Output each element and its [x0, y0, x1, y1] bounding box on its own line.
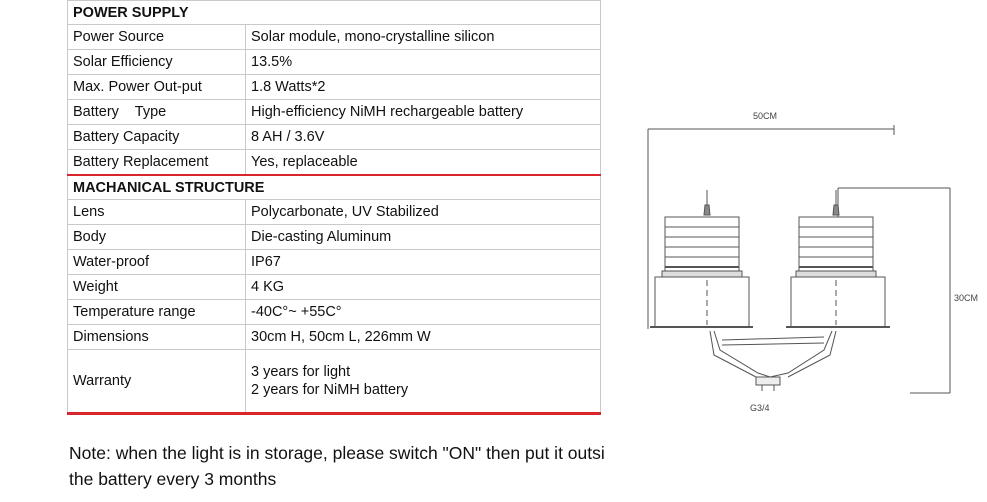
table-row: Weight 4 KG [67, 274, 601, 300]
power-supply-section-header: POWER SUPPLY [67, 0, 601, 25]
thread-label: G3/4 [750, 403, 770, 413]
spec-label: Solar Efficiency [67, 49, 246, 75]
table-row: Battery Type High-efficiency NiMH rechar… [67, 99, 601, 125]
spec-value: -40C°~ +55C° [245, 299, 601, 325]
table-row: Power Source Solar module, mono-crystall… [67, 24, 601, 50]
twin-light-drawing: 50CM 30CM G3/4 [647, 111, 978, 413]
note-line: Note: when the light is in storage, plea… [69, 443, 605, 463]
spec-label: Battery Type [67, 99, 246, 125]
table-row: Lens Polycarbonate, UV Stabilized [67, 199, 601, 225]
spec-label: Max. Power Out-put [67, 74, 246, 100]
spec-label: Temperature range [67, 299, 246, 325]
spec-label: Battery Capacity [67, 124, 246, 150]
mechanical-section-header: MACHANICAL STRUCTURE [67, 174, 601, 200]
table-row: Dimensions 30cm H, 50cm L, 226mm W [67, 324, 601, 350]
table-row: Solar Efficiency 13.5% [67, 49, 601, 75]
left-lamp [650, 190, 753, 328]
spec-value: Yes, replaceable [245, 149, 601, 176]
spec-value: 30cm H, 50cm L, 226mm W [245, 324, 601, 350]
spec-value: IP67 [245, 249, 601, 275]
table-row: Battery Capacity 8 AH / 3.6V [67, 124, 601, 150]
warranty-line: 2 years for NiMH battery [251, 382, 409, 398]
spec-label: Body [67, 224, 246, 250]
spec-value: 1.8 Watts*2 [245, 74, 601, 100]
table-row: Temperature range -40C°~ +55C° [67, 299, 601, 325]
table-row: Water-proof IP67 [67, 249, 601, 275]
spec-value: High-efficiency NiMH rechargeable batter… [245, 99, 601, 125]
spec-value: 8 AH / 3.6V [245, 124, 601, 150]
table-row: Battery Replacement Yes, replaceable [67, 149, 601, 176]
spec-table: POWER SUPPLY Power Source Solar module, … [67, 0, 601, 415]
table-row: Body Die-casting Aluminum [67, 224, 601, 250]
spec-label: Weight [67, 274, 246, 300]
table-row: Warranty 3 years for light 2 years for N… [67, 349, 601, 415]
spec-value: Polycarbonate, UV Stabilized [245, 199, 601, 225]
spec-value: Die-casting Aluminum [245, 224, 601, 250]
warranty-value: 3 years for light 2 years for NiMH batte… [245, 349, 601, 415]
spec-label: Lens [67, 199, 246, 225]
spec-value: 4 KG [245, 274, 601, 300]
spec-label: Battery Replacement [67, 149, 246, 176]
table-row: Max. Power Out-put 1.8 Watts*2 [67, 74, 601, 100]
spec-label: Water-proof [67, 249, 246, 275]
mounting-bracket [709, 330, 837, 391]
storage-note: Note: when the light is in storage, plea… [69, 440, 611, 492]
power-supply-heading: POWER SUPPLY [67, 0, 601, 25]
dimension-diagram: 50CM 30CM G3/4 [610, 55, 987, 465]
mechanical-heading: MACHANICAL STRUCTURE [67, 174, 601, 200]
note-line: the battery every 3 months [69, 469, 277, 489]
warranty-line: 3 years for light [251, 364, 351, 380]
spec-label: Power Source [67, 24, 246, 50]
height-label: 30CM [954, 293, 978, 303]
spec-label: Warranty [67, 349, 246, 415]
spec-value: 13.5% [245, 49, 601, 75]
right-lamp [786, 190, 890, 328]
width-label: 50CM [753, 111, 777, 121]
spec-value: Solar module, mono-crystalline silicon [245, 24, 601, 50]
spec-label: Dimensions [67, 324, 246, 350]
